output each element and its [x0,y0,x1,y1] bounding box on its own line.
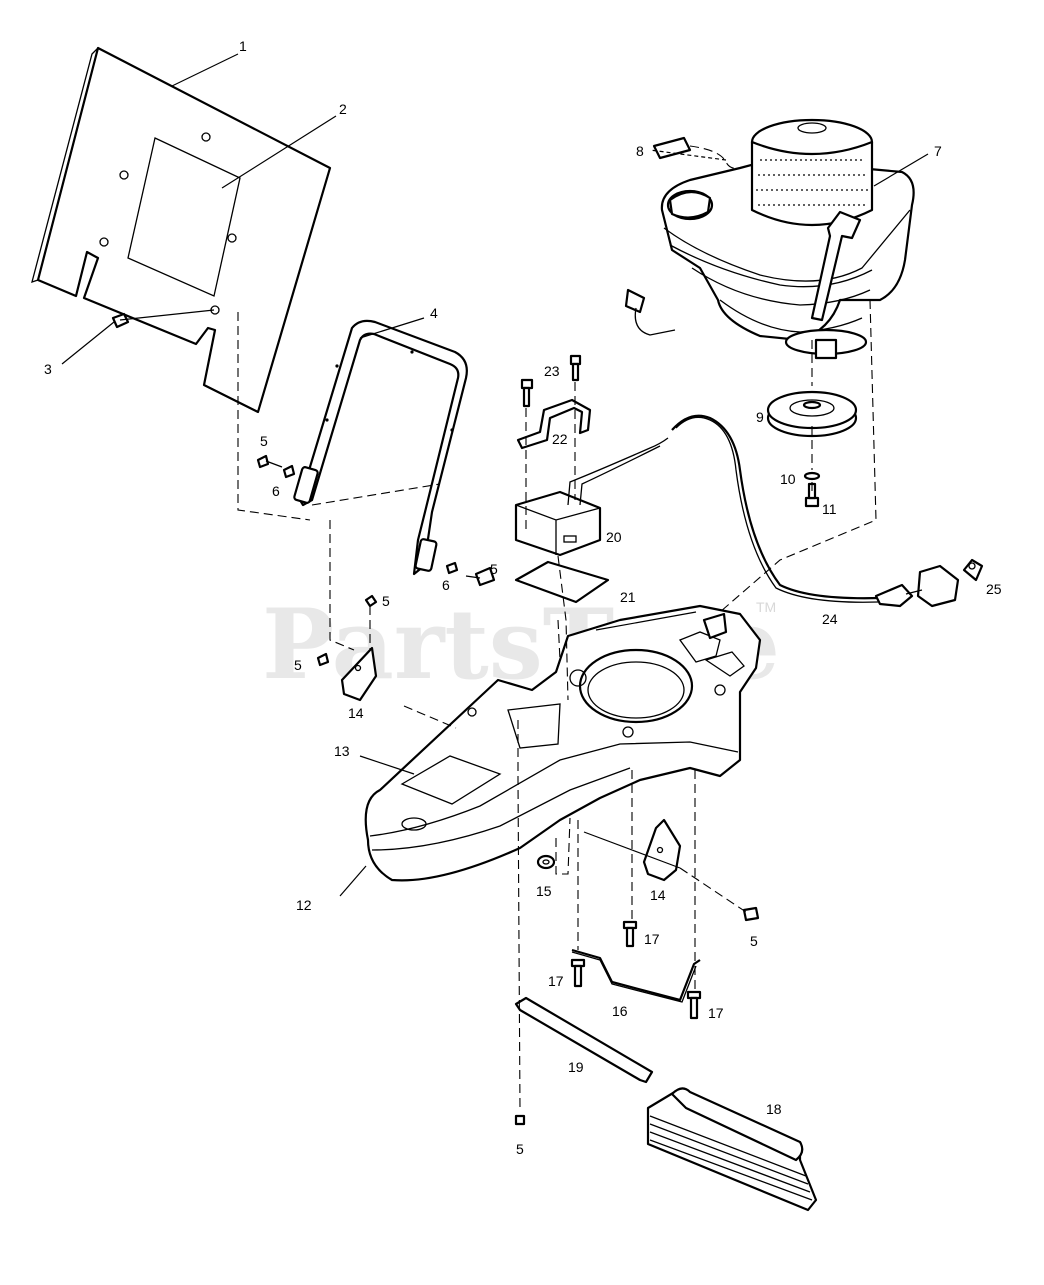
callout-17-right: 17 [708,1005,724,1021]
pulley [766,390,858,438]
callout-5-right: 5 [750,933,758,949]
screw [111,309,215,329]
main-housing [364,604,762,882]
callout-5-bracket-top: 5 [382,593,390,609]
grommet [536,854,556,870]
callout-22: 22 [552,431,568,447]
callout-25: 25 [986,581,1002,597]
callout-10: 10 [780,471,796,487]
loop-handle [293,319,468,576]
housing-screws [570,920,702,1020]
callout-14-left: 14 [348,705,364,721]
side-bracket-right [642,818,760,922]
callout-1: 1 [239,38,247,54]
callout-13: 13 [334,743,350,759]
callout-17-left: 17 [548,973,564,989]
callout-5-bracket-side: 5 [294,657,302,673]
callout-19: 19 [568,1059,584,1075]
watermark-trademark: TM [756,599,776,615]
callout-9: 9 [756,409,764,425]
assembly-lines [237,299,877,1111]
callout-17-top: 17 [644,931,660,947]
callout-15: 15 [536,883,552,899]
callout-14-right: 14 [650,887,666,903]
callout-20: 20 [606,529,622,545]
callout-6-handle-left: 6 [272,483,280,499]
callout-5-handle-right: 5 [490,561,498,577]
callout-8: 8 [636,143,644,159]
callout-12: 12 [296,897,312,913]
strap [514,996,654,1084]
engine [660,118,915,360]
callout-18: 18 [766,1101,782,1117]
callout-11: 11 [822,501,837,517]
callout-5-handle-left: 5 [260,433,268,449]
leader-lines [61,53,929,897]
callout-7: 7 [934,143,942,159]
callout-4: 4 [430,305,438,321]
callout-labels: 1 2 3 4 5 6 5 6 5 5 7 8 9 10 11 12 13 14… [44,38,1002,1157]
decal [652,136,741,169]
callout-16: 16 [612,1003,628,1019]
callout-3: 3 [44,361,52,377]
callout-2: 2 [339,101,347,117]
handle-fasteners [256,454,496,587]
control-module [514,490,602,557]
mounting-bracket [516,354,592,450]
wiring-harness [567,288,960,608]
washer [803,471,821,481]
insulator-pad [514,560,610,604]
callout-5-bottom: 5 [516,1141,524,1157]
chute-deflector [646,1087,818,1212]
callout-23: 23 [544,363,560,379]
link-rod [571,948,701,1003]
bottom-bolt [514,1114,526,1126]
shield-panel [31,46,332,414]
callout-24: 24 [822,611,838,627]
side-bracket-left [316,594,378,702]
callout-6-handle-right: 6 [442,577,450,593]
key-connector [962,558,984,582]
callout-21: 21 [620,589,636,605]
